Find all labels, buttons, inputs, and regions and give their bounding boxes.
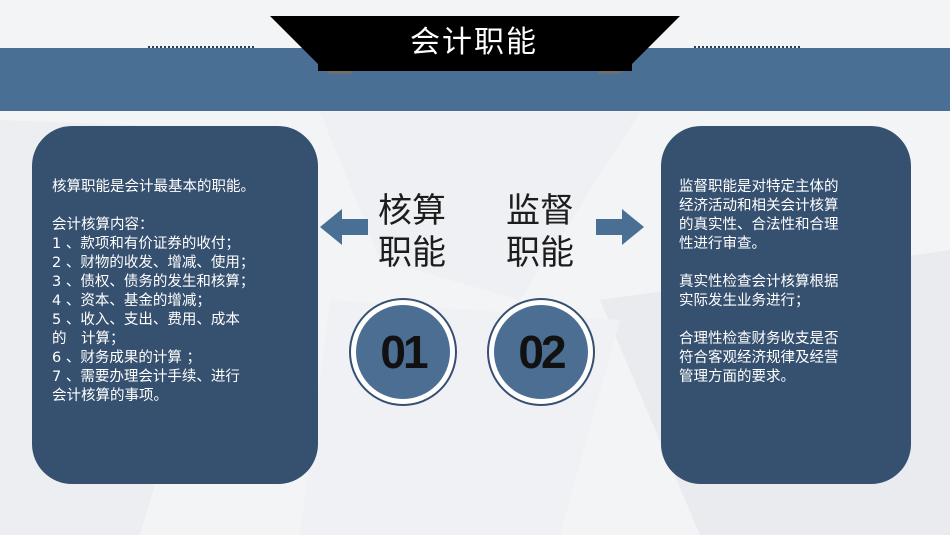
slide-title: 会计职能: [410, 25, 538, 60]
supervision-panel: 监督职能是对特定主体的 经济活动和相关会计核算 的真实性、合法性和合理 性进行审…: [661, 126, 911, 484]
supervision-panel-text: 监督职能是对特定主体的 经济活动和相关会计核算 的真实性、合法性和合理 性进行审…: [679, 179, 839, 385]
left-dotted-line: [148, 46, 254, 48]
number-02: 02: [518, 326, 566, 378]
arrow-right-icon: [596, 209, 644, 245]
right-dotted-line: [694, 46, 800, 48]
title-ribbon: [270, 16, 680, 74]
accounting-panel-text: 核算职能是会计最基本的职能。 会计核算内容： 1 、款项和有价证券的收付； 2 …: [52, 179, 255, 404]
number-circle-02: [487, 298, 595, 406]
number-01: 01: [380, 326, 428, 378]
supervision-function-label: 监督 职能: [506, 191, 574, 273]
arrow-left-icon: [320, 209, 368, 245]
accounting-panel: 核算职能是会计最基本的职能。 会计核算内容： 1 、款项和有价证券的收付； 2 …: [32, 126, 318, 484]
accounting-function-label: 核算 职能: [378, 191, 446, 273]
number-circle-01: [349, 298, 457, 406]
